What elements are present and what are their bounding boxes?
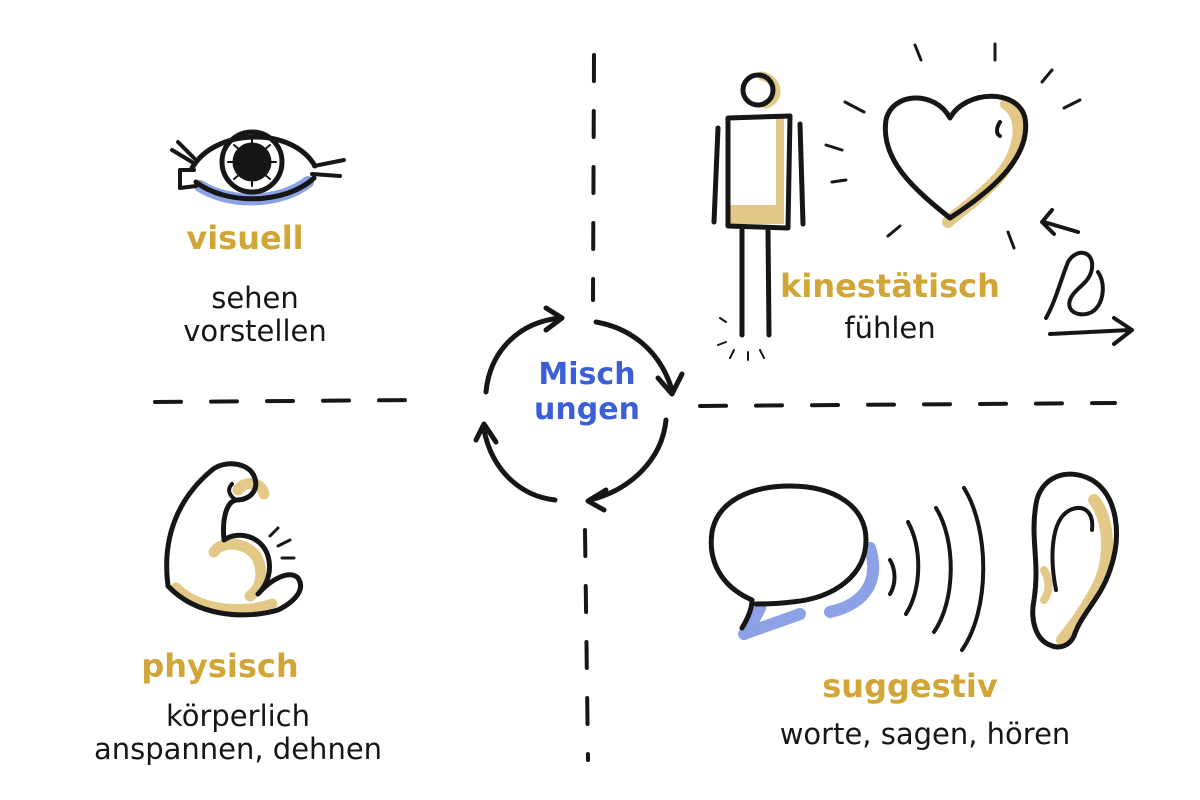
sound-waves xyxy=(888,486,986,652)
cycle-arrowhead-top xyxy=(655,371,685,397)
arm-strength-marks xyxy=(268,526,296,560)
ear-lobe-shading xyxy=(1040,566,1053,604)
center-label-line1: Misch xyxy=(538,357,636,392)
divider-horizontal-right xyxy=(698,401,1117,408)
cycle-arc-bottom xyxy=(481,427,558,503)
suggestive-title: suggestiv xyxy=(822,667,998,705)
kinesthetic-title: kinestätisch xyxy=(780,267,1000,305)
cycle-arc-left xyxy=(483,315,563,395)
eye-lashes-left xyxy=(170,140,196,164)
kinesthetic-line1: fühlen xyxy=(844,311,936,345)
ear-outline xyxy=(1030,471,1119,650)
center-label-line2: ungen xyxy=(534,391,640,427)
physical-description: körperlich anspannen, dehnen xyxy=(93,699,383,767)
cycle-arrowhead-bottom xyxy=(473,421,499,445)
quadrant-dividers xyxy=(153,53,1117,762)
eye-icon xyxy=(170,129,346,206)
visual-line1: sehen xyxy=(211,281,299,315)
circular-arrow-up xyxy=(1040,208,1080,236)
ear-inner xyxy=(1050,506,1095,592)
eye-upper-lid xyxy=(189,134,318,171)
speech-bubble xyxy=(708,483,869,631)
divider-vertical-bottom xyxy=(583,528,590,762)
heart-gold-shading xyxy=(942,98,1025,228)
visual-description: sehen vorstellen xyxy=(183,281,327,349)
spiral-squiggle xyxy=(1044,251,1105,320)
eye-lashes-right xyxy=(310,158,346,178)
cycle-arrows-icon xyxy=(473,305,685,513)
divider-vertical-top xyxy=(591,53,596,302)
arm-fist-line xyxy=(227,482,238,502)
person-heart-icon xyxy=(711,42,1134,361)
physical-line1: körperlich xyxy=(165,699,311,733)
cycle-arc-top xyxy=(593,319,675,393)
cycle-arrowhead-right xyxy=(585,487,609,513)
eye-iris-rays xyxy=(227,137,277,187)
person-leg-right xyxy=(765,227,772,338)
physical-line2: anspannen, dehnen xyxy=(93,732,383,767)
person-ground-marks xyxy=(717,317,765,361)
flexed-arm-icon xyxy=(164,461,303,618)
person-gold-shading xyxy=(776,118,784,224)
person-head xyxy=(740,72,776,108)
physical-title: physisch xyxy=(141,647,299,685)
eye-lower-lid xyxy=(193,175,317,202)
visual-line2: vorstellen xyxy=(183,314,327,349)
bubble-blue-shading xyxy=(738,542,880,640)
speech-ear-icon xyxy=(708,471,1119,652)
suggestive-line1: worte, sagen, hören xyxy=(779,717,1071,751)
cycle-arc-right xyxy=(587,417,669,503)
arm-gold-shading xyxy=(170,478,278,616)
cycle-arrowhead-left xyxy=(543,305,565,333)
center-label: Misch ungen xyxy=(534,357,640,427)
heart-outline xyxy=(882,93,1029,221)
ear-gold-shading xyxy=(1056,494,1113,646)
person-arm-right xyxy=(797,121,806,227)
person-body xyxy=(725,113,793,231)
eye-iris xyxy=(219,129,285,195)
divider-horizontal-left xyxy=(153,398,422,404)
person-gold-shading-lower xyxy=(730,205,780,224)
heart-rays xyxy=(824,42,1082,250)
eye-corner xyxy=(178,168,198,190)
arrow-right xyxy=(1048,316,1134,346)
heart-highlight xyxy=(995,120,1002,138)
visual-title: visuell xyxy=(186,219,304,257)
person-arm-left xyxy=(711,125,721,225)
arm-outline xyxy=(164,461,303,618)
